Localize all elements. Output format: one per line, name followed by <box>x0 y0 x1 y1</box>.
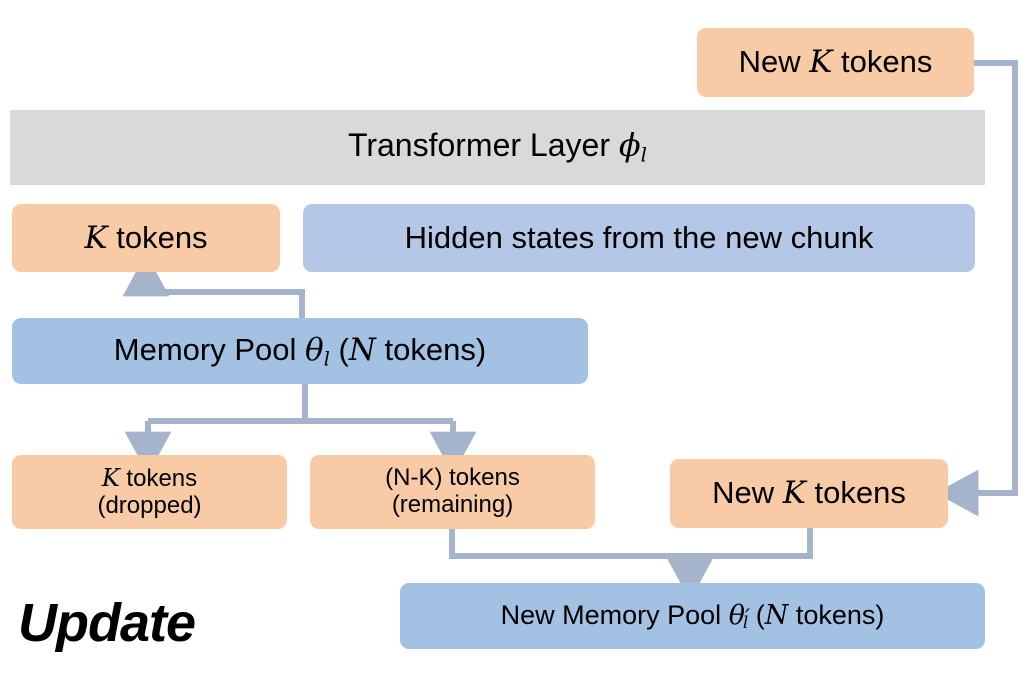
new-k-top-symbol: K <box>809 44 833 81</box>
new-k-bottom-suffix: tokens <box>805 475 906 511</box>
memory-pool-prefix: Memory Pool <box>113 331 306 367</box>
transformer-symbol: ϕ <box>618 126 641 165</box>
node-k-tokens[interactable]: K tokens <box>12 204 280 272</box>
new-k-tokens-bottom-label: New K tokens <box>712 475 906 512</box>
memory-pool-subscript: l <box>323 346 330 370</box>
k-dropped-line1: K tokens <box>101 463 198 493</box>
nk-remaining-line2: (remaining) <box>391 491 514 518</box>
k-dropped-symbol: K <box>101 463 120 492</box>
new-k-bottom-prefix: New <box>712 475 783 511</box>
node-new-memory-pool[interactable]: New Memory Pool θ′l (N tokens) <box>400 583 985 649</box>
nk-remaining-line1: (N-K) tokens <box>385 464 520 492</box>
new-memory-middle: ( <box>748 599 765 630</box>
node-k-tokens-dropped[interactable]: K tokens (dropped) <box>12 455 287 529</box>
k-dropped-suffix: tokens <box>119 464 198 492</box>
transformer-subscript: l <box>640 143 648 167</box>
wire-newk-to-merge <box>690 528 813 559</box>
k-tokens-label: K tokens <box>84 219 208 256</box>
new-k-top-prefix: New <box>738 44 810 80</box>
node-hidden-states[interactable]: Hidden states from the new chunk <box>303 204 975 272</box>
k-tokens-symbol: K <box>84 219 108 256</box>
new-memory-prime: ′ <box>744 604 750 630</box>
new-memory-count: N <box>764 599 789 631</box>
new-k-tokens-top-label: New K tokens <box>738 44 933 81</box>
new-memory-pool-label: New Memory Pool θ′l (N tokens) <box>501 600 885 632</box>
node-transformer-layer[interactable]: Transformer Layer ϕl <box>10 110 985 185</box>
new-memory-symbol: θ <box>728 599 745 631</box>
k-tokens-suffix: tokens <box>107 219 208 255</box>
memory-pool-label: Memory Pool θl (N tokens) <box>113 331 487 370</box>
node-new-k-tokens-bottom[interactable]: New K tokens <box>670 459 948 528</box>
node-memory-pool[interactable]: Memory Pool θl (N tokens) <box>12 318 588 384</box>
new-k-top-suffix: tokens <box>832 44 933 80</box>
transformer-layer-label: Transformer Layer ϕl <box>347 126 648 167</box>
new-k-bottom-symbol: K <box>782 475 806 512</box>
node-nk-tokens-remaining[interactable]: (N-K) tokens (remaining) <box>310 455 595 529</box>
node-new-k-tokens-top[interactable]: New K tokens <box>697 28 974 97</box>
new-memory-subscript: l <box>742 612 749 633</box>
memory-pool-suffix: tokens) <box>375 331 487 367</box>
new-memory-prefix: New Memory Pool <box>500 599 729 630</box>
memory-pool-symbol: θ <box>305 331 324 368</box>
hidden-states-label: Hidden states from the new chunk <box>404 219 874 255</box>
memory-pool-middle: ( <box>329 331 349 367</box>
memory-pool-count: N <box>348 331 376 368</box>
transformer-prefix: Transformer Layer <box>347 127 619 164</box>
wire-memorypool-to-ktokens <box>122 253 305 318</box>
new-memory-suffix: tokens) <box>788 599 885 630</box>
update-caption: Update <box>18 593 196 653</box>
wire-remaining-to-merge <box>449 528 690 559</box>
k-dropped-line2: (dropped) <box>97 491 202 519</box>
